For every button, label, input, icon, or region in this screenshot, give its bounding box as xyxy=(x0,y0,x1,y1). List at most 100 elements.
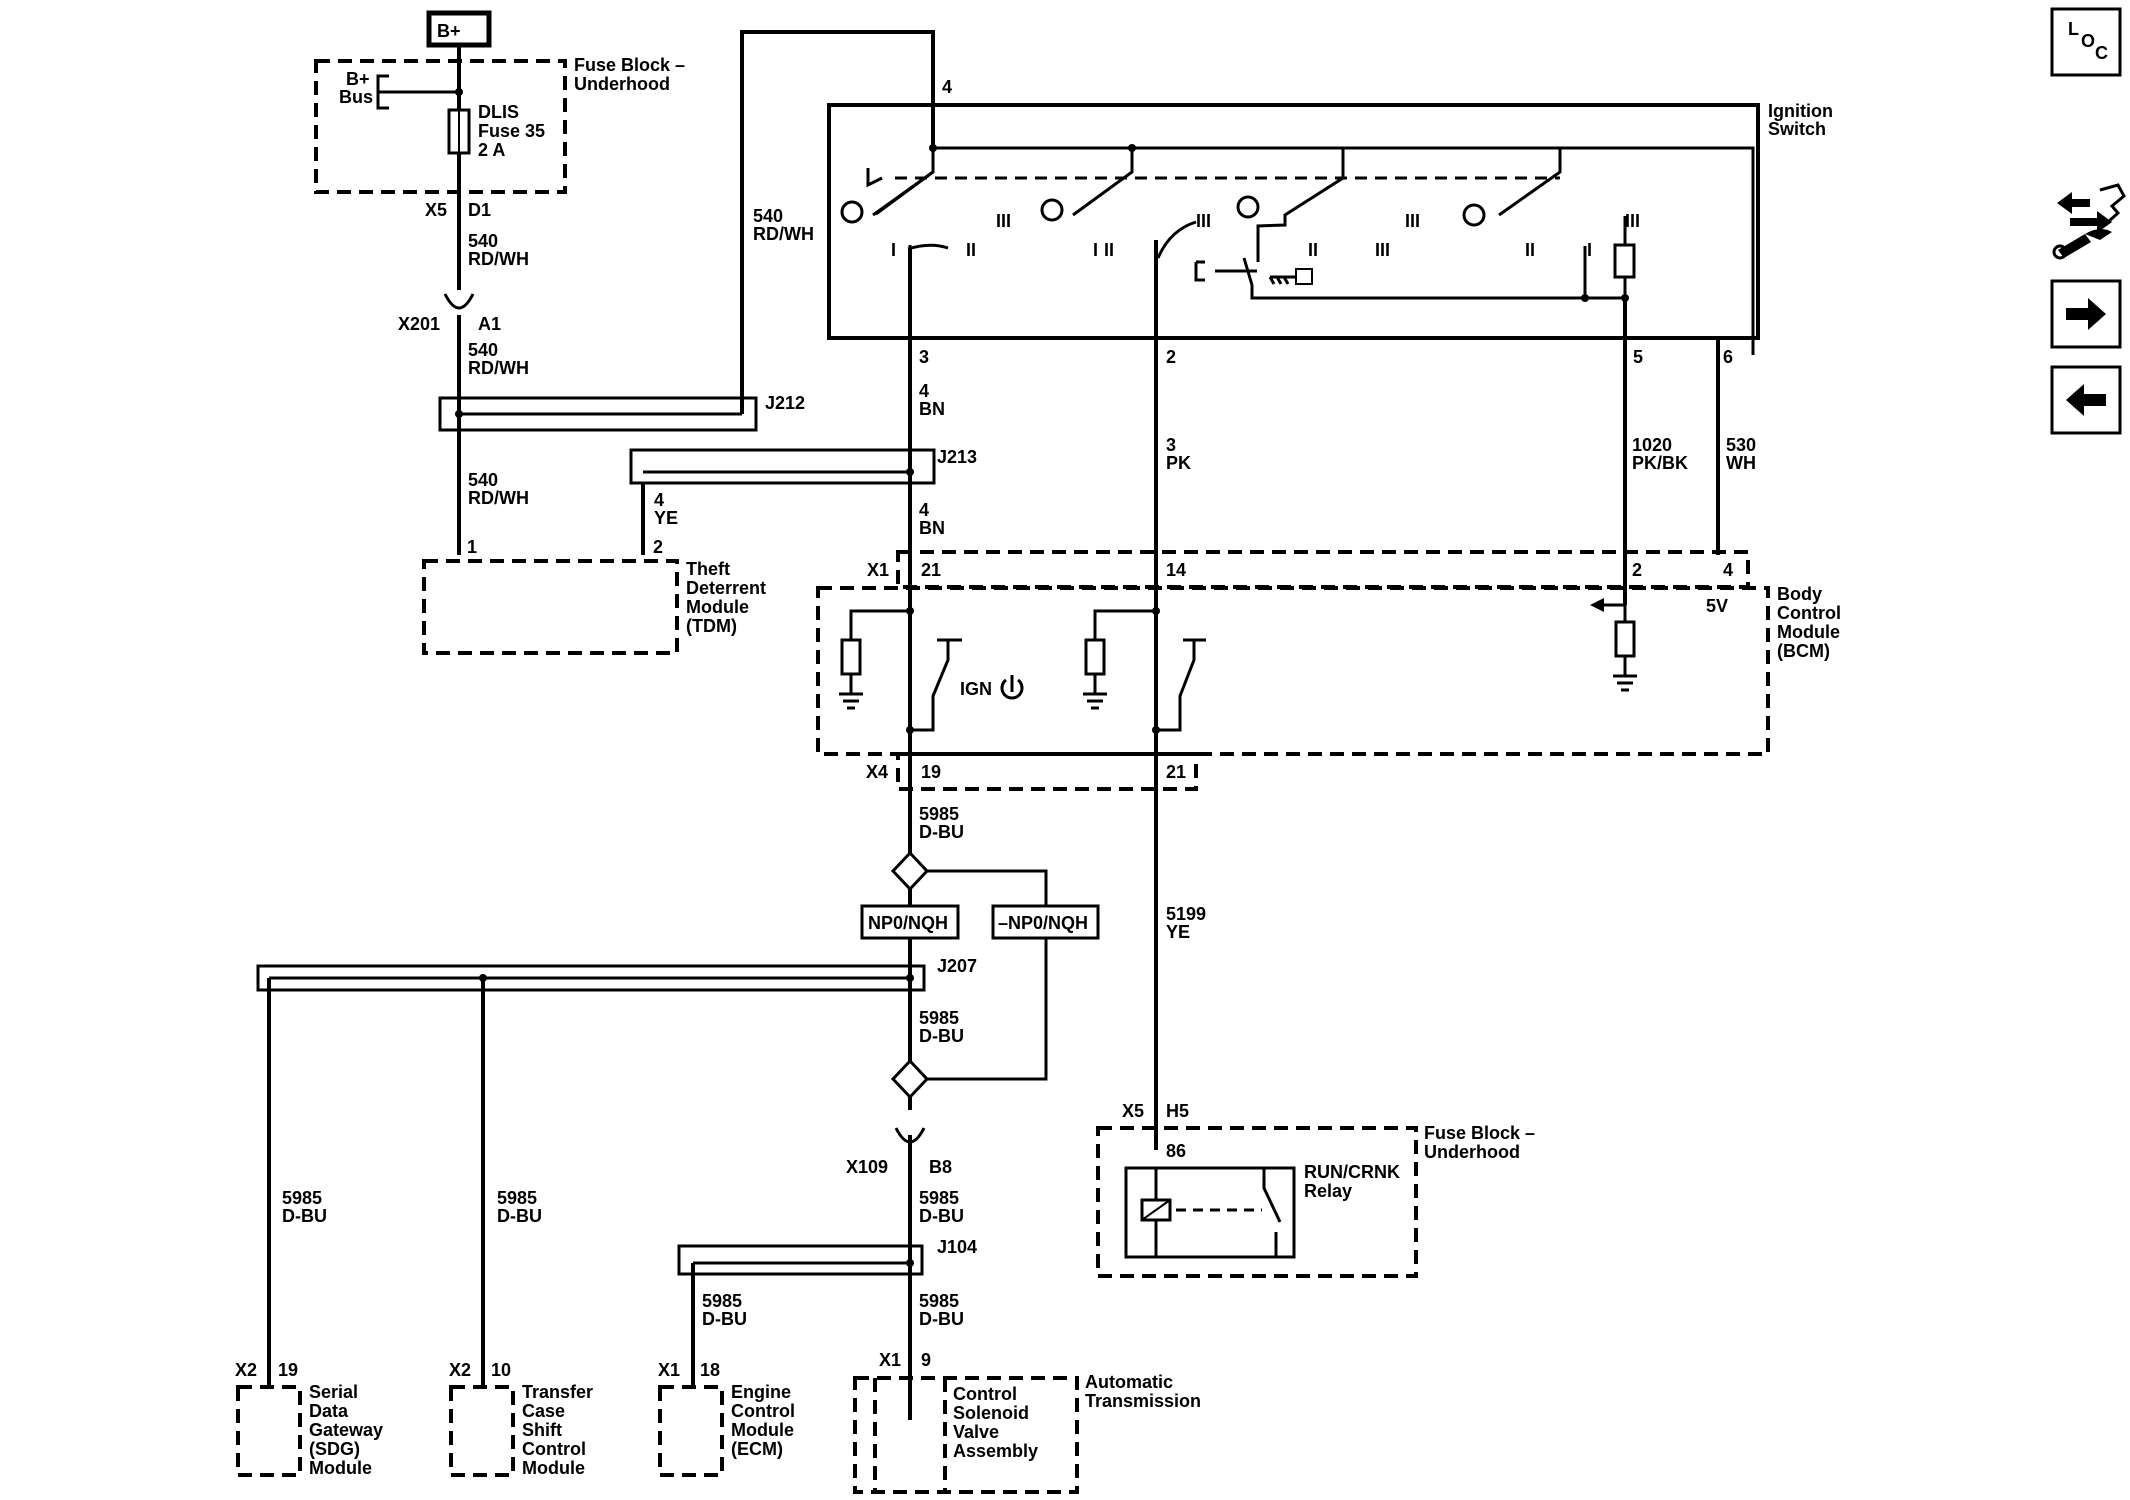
pin-6: 6 xyxy=(1723,347,1733,367)
conn-x109: X109 xyxy=(846,1157,888,1177)
fuse-block-bottom-label: Fuse Block –Underhood xyxy=(1424,1123,1535,1162)
conn-x2-tc: X2 xyxy=(449,1360,471,1380)
pin-86: 86 xyxy=(1166,1141,1186,1161)
svg-text:–NP0/NQH: –NP0/NQH xyxy=(998,913,1088,933)
pin-sdg-19: 19 xyxy=(278,1360,298,1380)
svg-text:I: I xyxy=(1587,240,1592,260)
pin-bcm-2: 2 xyxy=(1632,560,1642,580)
svg-text:I: I xyxy=(1093,240,1098,260)
svg-text:O: O xyxy=(2081,31,2095,51)
svg-text:III: III xyxy=(996,211,1011,231)
ecm-outline xyxy=(658,1385,724,1477)
splice-j207 xyxy=(256,964,926,992)
automatic-transmission-outline xyxy=(853,1376,1079,1494)
pin-ecm-18: 18 xyxy=(700,1360,720,1380)
svg-text:C: C xyxy=(2095,43,2108,63)
fuse-block-bottom-outline xyxy=(1096,1126,1418,1278)
run-crnk-relay xyxy=(1124,1166,1296,1259)
arrow-left-icon xyxy=(2066,384,2106,416)
svg-text:B+: B+ xyxy=(437,21,461,41)
transfer-case-module-outline xyxy=(449,1385,515,1477)
conn-x1-at: X1 xyxy=(879,1350,901,1370)
conn-x1: X1 xyxy=(867,560,889,580)
bcm-x1-connector xyxy=(896,550,1750,589)
pin-3: 3 xyxy=(919,347,929,367)
svg-text:III: III xyxy=(1196,211,1211,231)
location-view-button[interactable]: L O C xyxy=(2050,7,2122,77)
svg-text:III: III xyxy=(1625,211,1640,231)
pin-bcm-14: 14 xyxy=(1166,560,1186,580)
switch-position-marks: I II III I II III II III III II I III xyxy=(891,211,1640,260)
fuse-block-top-outline xyxy=(314,59,567,194)
pin-tdm-2: 2 xyxy=(653,537,663,557)
conn-x4: X4 xyxy=(866,762,888,782)
pin-tdm-1: 1 xyxy=(467,537,477,557)
svg-text:II: II xyxy=(1308,240,1318,260)
label-j104: J104 xyxy=(937,1237,977,1257)
back-arrow-button[interactable] xyxy=(2050,365,2122,435)
pin-b8: B8 xyxy=(929,1157,952,1177)
pin-5: 5 xyxy=(1633,347,1643,367)
label-j207: J207 xyxy=(937,956,977,976)
pin-4-top: 4 xyxy=(942,77,952,97)
splice-j213 xyxy=(629,448,936,485)
conn-x1-ecm: X1 xyxy=(658,1360,680,1380)
pin-x4-21: 21 xyxy=(1166,762,1186,782)
pin-x4-19: 19 xyxy=(921,762,941,782)
pin-h5: H5 xyxy=(1166,1101,1189,1121)
conn-x5-relay: X5 xyxy=(1122,1101,1144,1121)
tdm-outline xyxy=(422,559,679,655)
pin-at-9: 9 xyxy=(921,1350,931,1370)
connector-tools-icon[interactable] xyxy=(2052,183,2126,260)
svg-text:III: III xyxy=(1405,211,1420,231)
next-arrow-button[interactable] xyxy=(2050,279,2122,349)
fuse-block-top-label: Fuse Block –Underhood xyxy=(574,55,685,94)
pin-d1: D1 xyxy=(468,200,491,220)
label-j212: J212 xyxy=(765,393,805,413)
svg-text:L: L xyxy=(2068,19,2079,39)
pin-bcm-4: 4 xyxy=(1723,560,1733,580)
svg-text:II: II xyxy=(1525,240,1535,260)
bplus-source: B+ xyxy=(426,10,492,48)
sdg-module-outline xyxy=(236,1385,302,1477)
splice-j104 xyxy=(677,1244,924,1276)
pin-tc-10: 10 xyxy=(491,1360,511,1380)
label-5v: 5V xyxy=(1706,596,1728,616)
bcm-x4-connector xyxy=(896,752,1198,791)
option-np0 xyxy=(860,904,960,940)
ign-label: IGN xyxy=(960,679,992,699)
option-diamond-top xyxy=(890,850,930,892)
ignition-switch-box xyxy=(827,103,1760,340)
svg-text:III: III xyxy=(1375,240,1390,260)
option-diamond-bottom xyxy=(890,1058,930,1100)
power-icon xyxy=(1000,675,1024,700)
key-icon xyxy=(1268,268,1313,285)
arrow-right-icon xyxy=(2066,298,2106,330)
